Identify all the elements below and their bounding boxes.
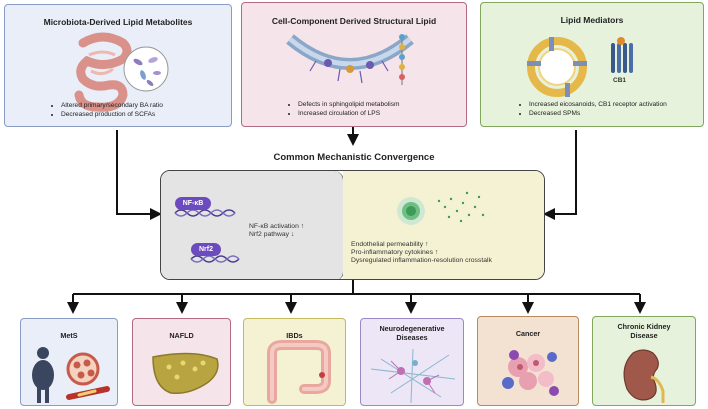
disease-cancer: Cancer xyxy=(477,316,579,406)
panel-lipid-mediators-title: Lipid Mediators xyxy=(560,15,624,25)
convergence-title: Common Mechanistic Convergence xyxy=(273,152,435,163)
panel-structural-lipid-bullet: Defects in sphingolipid metabolism xyxy=(298,100,400,109)
nrf2-text: Nrf2 pathway ↓ xyxy=(249,231,295,238)
disease-cancer-title: Cancer xyxy=(515,329,541,338)
cb1-label: CB1 xyxy=(613,77,627,84)
disease-mets: MetS xyxy=(20,318,118,406)
disease-ibds-title: IBDs xyxy=(286,331,303,340)
disease-nafld-title: NAFLD xyxy=(169,331,194,340)
arrow-left-panel xyxy=(116,130,162,220)
kidney-icon xyxy=(623,349,665,403)
disease-neuro-title: Neurodegenerative xyxy=(379,324,445,333)
panel-structural-lipid-bullet: Increased circulation of LPS xyxy=(298,109,400,118)
panel-lipid-mediators-bullet: Increased eicosanoids, CB1 receptor acti… xyxy=(529,100,667,109)
convergence-right xyxy=(343,171,544,279)
tumor-cells-icon xyxy=(502,350,559,396)
nrf2-pill: Nrf2 xyxy=(191,243,221,256)
liver-icon xyxy=(152,352,219,395)
neuron-icon xyxy=(370,348,456,404)
membrane-icon xyxy=(286,34,414,85)
disease-ibds: IBDs xyxy=(243,318,346,406)
panel-structural-lipid: Cell-Component Derived Structural Lipid … xyxy=(241,2,467,127)
nfkb-pill: NF-κB xyxy=(175,197,211,210)
disease-nafld: NAFLD xyxy=(132,318,231,406)
disease-mets-title: MetS xyxy=(60,331,78,340)
disease-neuro: Neurodegenerative Diseases xyxy=(360,318,464,406)
nfkb-text: NF-κB activation ↑ xyxy=(249,223,305,230)
convergence-box: NF-κB Nrf2 NF-κB activation ↑ Nrf2 pathw… xyxy=(160,170,545,280)
panel-microbiota: Microbiota-Derived Lipid Metabolites Alt… xyxy=(4,4,232,127)
colon-icon xyxy=(267,340,331,404)
convergence-left xyxy=(161,171,344,279)
body-fat-icon xyxy=(32,347,110,403)
gut-microbiome-icon xyxy=(74,32,169,112)
panel-microbiota-bullet: Altered primary/secondary BA ratio xyxy=(61,101,163,110)
disease-neuro-title-2: Diseases xyxy=(396,333,428,342)
disease-ckd-title-2: Disease xyxy=(630,331,658,340)
panel-structural-lipid-title: Cell-Component Derived Structural Lipid xyxy=(271,16,437,26)
disease-ckd-title: Chronic Kidney xyxy=(617,322,671,331)
cell-cytokine-icon xyxy=(397,191,485,225)
convergence-right-line: Endothelial permeability ↑ xyxy=(351,241,429,248)
panel-lipid-mediators-bullet: Decreased SPMs xyxy=(529,109,667,118)
panel-microbiota-title: Microbiota-Derived Lipid Metabolites xyxy=(43,17,193,27)
panel-lipid-mediators: Lipid Mediators CB1 Increased eicosanoid… xyxy=(480,2,704,127)
convergence-right-line: Dysregulated inflammation-resolution cro… xyxy=(351,257,492,264)
arrow-right-panel xyxy=(543,130,577,220)
liposome-receptor-icon xyxy=(527,37,633,97)
dna-icon xyxy=(174,209,240,263)
disease-ckd: Chronic Kidney Disease xyxy=(592,316,696,406)
panel-microbiota-bullet: Decreased production of SCFAs xyxy=(61,110,163,119)
convergence-right-line: Pro-inflammatory cytokines ↑ xyxy=(351,249,439,256)
